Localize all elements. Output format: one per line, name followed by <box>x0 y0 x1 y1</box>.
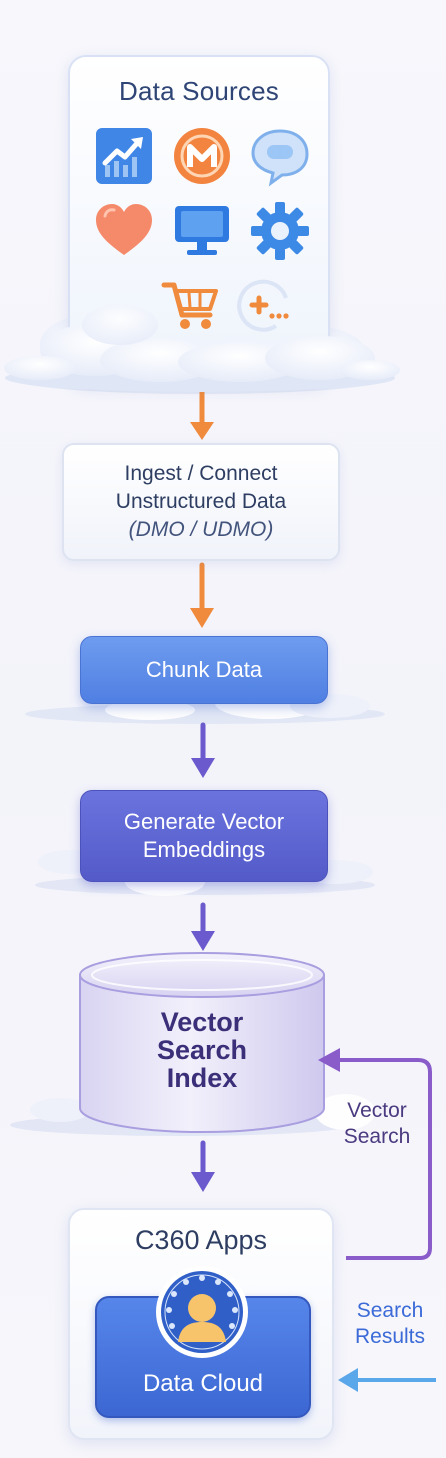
vector-search-line1: Vector <box>347 1099 407 1122</box>
index-label-line1: Vector <box>160 1007 244 1037</box>
data-sources-title: Data Sources <box>119 76 279 106</box>
vector-search-edge-label: Vector Search <box>330 1098 424 1150</box>
monitor-icon <box>175 206 229 255</box>
add-more-icon <box>237 279 289 332</box>
arrow-chunk-to-embed <box>191 722 215 778</box>
vector-search-index-cylinder <box>79 952 325 1133</box>
chart-growth-icon <box>96 128 152 184</box>
chat-bubble-icon <box>251 129 309 187</box>
arrow-ingest-to-chunk <box>190 562 214 628</box>
search-results-edge-label: Search Results <box>340 1298 440 1350</box>
vector-search-line2: Search <box>343 1125 411 1148</box>
mulesoft-icon <box>174 128 230 184</box>
data-cloud-label: Data Cloud <box>142 1370 264 1397</box>
embed-label-line2: Embeddings <box>142 837 266 862</box>
index-label-line2: Search <box>156 1035 248 1065</box>
arrow-vector-search-loop <box>318 1048 432 1260</box>
cloud-overlay-sources <box>4 305 400 392</box>
ingest-step: Ingest / Connect Unstructured Data (DMO … <box>62 443 340 561</box>
gear-icon <box>251 202 309 260</box>
vector-search-index-label: Vector Search Index <box>78 1008 326 1092</box>
chunk-data-label: Chunk Data <box>145 657 263 682</box>
arrow-index-to-apps <box>191 1140 215 1192</box>
ingest-label-line2: Unstructured Data <box>115 490 287 513</box>
embed-label-line1: Generate Vector <box>123 809 285 834</box>
heart-icon <box>96 204 152 255</box>
shopping-cart-icon <box>161 282 218 329</box>
search-results-line2: Results <box>354 1325 426 1348</box>
arrow-search-results <box>338 1368 436 1392</box>
ingest-label-line3: (DMO / UDMO) <box>128 518 274 541</box>
user-avatar-icon <box>156 1266 248 1358</box>
generate-embeddings-step: Generate Vector Embeddings <box>80 790 328 882</box>
arrow-sources-to-ingest <box>190 389 214 440</box>
c360-apps-title: C360 Apps <box>134 1225 268 1255</box>
arrow-embed-to-index <box>191 902 215 951</box>
chunk-data-step: Chunk Data <box>80 636 328 704</box>
search-results-line1: Search <box>356 1299 424 1322</box>
ingest-label-line1: Ingest / Connect <box>124 462 278 485</box>
index-label-line3: Index <box>166 1063 238 1093</box>
